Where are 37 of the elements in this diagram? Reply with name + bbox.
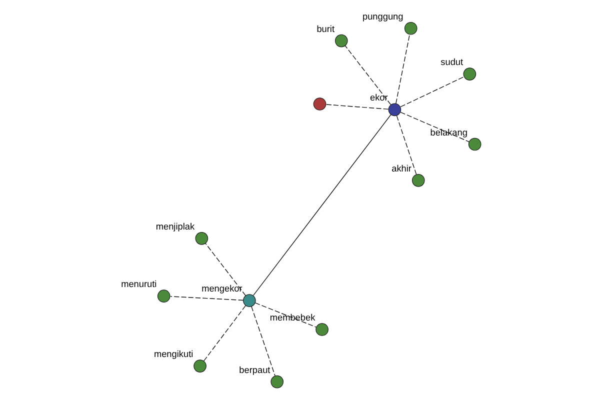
- node-circle: [468, 138, 481, 151]
- connector: [254, 302, 316, 328]
- node-label: berpaut: [238, 364, 270, 375]
- node-label: menuruti: [120, 279, 156, 290]
- node-circle: [388, 103, 401, 116]
- connector: [344, 45, 391, 106]
- node-circle: [193, 360, 206, 372]
- node-circle: [411, 174, 424, 187]
- node-label: ekor: [370, 92, 388, 103]
- connector: [252, 114, 391, 296]
- node-label: sudut: [440, 57, 463, 68]
- node-circle: [404, 22, 417, 35]
- node-circle: [270, 375, 283, 388]
- node-label: menjiplak: [155, 221, 194, 232]
- connector: [395, 34, 410, 104]
- connector: [396, 115, 416, 175]
- node-label: akhir: [391, 163, 411, 174]
- connector: [325, 104, 388, 110]
- node-label: membebek: [269, 312, 315, 323]
- connector: [170, 296, 244, 301]
- node-label: mengikuti: [153, 349, 193, 360]
- node-label: punggung: [362, 11, 403, 22]
- connector: [400, 112, 469, 142]
- connector: [204, 243, 246, 296]
- node-label: burit: [316, 24, 334, 34]
- node-circle: [156, 290, 170, 302]
- node-label: mengekor: [201, 284, 242, 294]
- connector: [400, 76, 464, 108]
- connector: [250, 306, 275, 376]
- node-circle: [462, 68, 476, 80]
- node-circle: [194, 232, 208, 245]
- node-circle: [312, 98, 326, 110]
- node-circle: [315, 323, 328, 336]
- node-circle: [334, 34, 348, 48]
- node-circle: [242, 294, 256, 307]
- node-label: belakang: [430, 127, 467, 138]
- connector: [202, 305, 246, 362]
